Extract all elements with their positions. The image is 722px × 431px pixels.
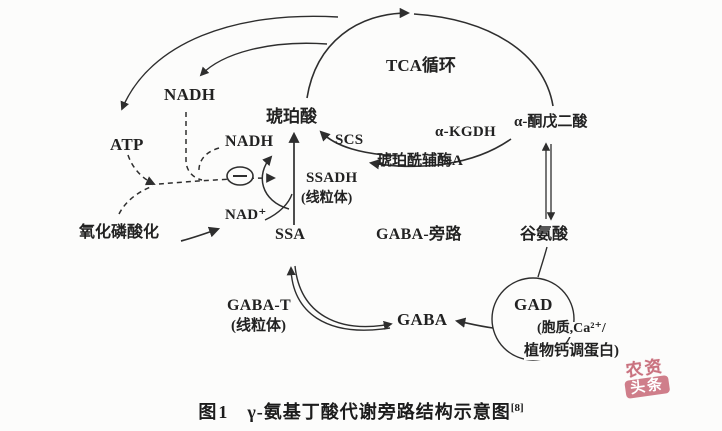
label-ssa: SSA	[275, 226, 306, 243]
gad-circle	[491, 277, 575, 361]
arrow-akg-to-succinylcoa	[368, 138, 512, 170]
dashed-inhibition-line	[158, 173, 276, 185]
label-oxidative-phosphorylation: 氧化磷酸化	[79, 224, 160, 241]
arrow-tca-to-atp	[120, 15, 339, 111]
line-tca-cycle-fall	[413, 13, 554, 107]
arrow-ssa-to-gaba	[294, 265, 393, 330]
label-scs: SCS	[335, 132, 364, 148]
label-gaba: GABA	[397, 310, 448, 329]
inhibition-minus-icon	[226, 166, 254, 186]
caption-reference: [8]	[510, 402, 524, 414]
caption-title: γ-氨基丁酸代谢旁路结构示意图	[247, 402, 511, 422]
dashed-nadh-top-feedback	[185, 112, 203, 181]
label-ssadh-location: (线粒体)	[301, 191, 353, 206]
label-nadh-top: NADH	[164, 85, 216, 104]
label-gad: GAD	[514, 295, 553, 314]
arrow-tca-cycle-rise	[306, 7, 411, 99]
label-succinate: 琥珀酸	[266, 107, 317, 126]
label-nadh-inner: NADH	[225, 133, 274, 150]
dashed-atp-feedback	[127, 154, 156, 186]
arrow-tca-to-nadh	[199, 42, 328, 77]
label-gaba-bypass: GABA-旁路	[376, 226, 462, 243]
label-alpha-kgdh: α-KGDH	[435, 124, 497, 140]
label-atp: ATP	[110, 135, 144, 154]
label-gad-location-line1: (胞质,Ca²⁺/	[537, 321, 606, 337]
label-tca-cycle: TCA循环	[386, 56, 456, 75]
arrow-succinylcoa-to-succinate	[319, 130, 399, 157]
figure-caption: 图1 γ-氨基丁酸代谢旁路结构示意图[8]	[0, 398, 722, 424]
label-succinyl-coa: 琥珀酰辅酶A	[377, 153, 463, 169]
caption-index: 图1	[198, 402, 230, 422]
line-glutamate-to-gad	[537, 246, 548, 278]
arrow-gaba-to-ssa	[286, 266, 391, 331]
label-gaba-t-location: (线粒体)	[231, 318, 286, 334]
dashed-oxphos-feedback	[118, 185, 154, 215]
label-alpha-ketoglutarate: α-酮戊二酸	[514, 114, 588, 130]
dashed-nadh-inner-feedback	[198, 147, 220, 174]
label-nad-plus: NAD⁺	[225, 207, 267, 223]
label-gaba-t: GABA-T	[227, 297, 292, 314]
label-gad-location-line2: 植物钙调蛋白)	[524, 343, 619, 360]
arrow-ssadh-to-nadh	[261, 155, 290, 210]
line-nad-into-ssadh	[264, 193, 293, 221]
watermark-badge: 农资 头条	[622, 357, 671, 399]
arrow-gad-to-gaba	[454, 317, 494, 329]
label-ssadh: SSADH	[306, 170, 358, 186]
label-glutamate: 谷氨酸	[520, 226, 569, 243]
arrow-oxphos-to-nad	[180, 226, 221, 242]
